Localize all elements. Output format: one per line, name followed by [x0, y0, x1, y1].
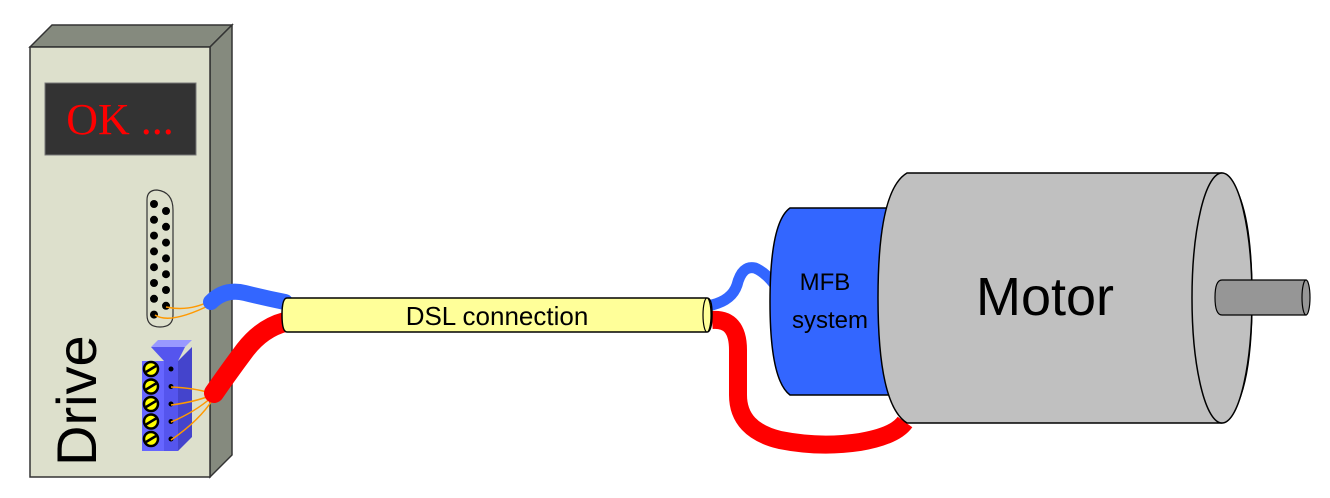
dsl-cable: DSL connection	[281, 297, 713, 333]
dsub-pin	[150, 294, 158, 303]
thin-wire	[170, 398, 214, 441]
dsub-pin	[150, 279, 158, 287]
mfb-label-line1: MFB	[800, 269, 851, 296]
dsub-pin	[162, 286, 170, 294]
power-wire-drive	[204, 312, 295, 403]
dsub-pin	[162, 254, 170, 263]
dsub-shell	[146, 189, 174, 328]
dsub-pin	[150, 215, 158, 224]
drive-top-face	[28, 24, 234, 48]
power-wire-motor	[711, 310, 913, 454]
screw-slot	[145, 364, 157, 374]
dsub-pin	[162, 207, 170, 215]
terminal-pin	[168, 366, 174, 372]
terminal-block	[142, 340, 192, 451]
dsl-cable-end	[702, 297, 712, 333]
terminal-block-ridge-right	[178, 347, 192, 451]
terminal-screws	[142, 360, 160, 448]
screw-slot	[145, 382, 157, 391]
screw-slot	[145, 399, 157, 409]
motor-shaft	[1214, 279, 1311, 316]
terminal-pin	[168, 436, 174, 442]
dsub-pin	[162, 301, 170, 310]
screw-slot	[145, 417, 157, 426]
motor-shaft-end	[1301, 279, 1311, 316]
mfb-label-line2: system	[792, 307, 868, 334]
dsub-connector	[146, 189, 174, 328]
terminal-block-ridge-left	[151, 347, 185, 451]
dsub-pin	[162, 222, 170, 231]
dsub-pin	[150, 231, 158, 240]
drive-unit: OK ... Drive	[28, 23, 234, 479]
screw-slot	[145, 434, 157, 444]
terminal-pin	[168, 401, 174, 407]
dsub-pin	[150, 247, 158, 256]
motor: Motor	[877, 172, 1311, 424]
signal-wire-drive	[203, 283, 293, 310]
signal-wire-motor	[706, 262, 781, 311]
motor-label: Motor	[976, 267, 1114, 327]
dsub-pin	[150, 200, 158, 208]
drive-display	[44, 82, 197, 156]
motor-shaft-body	[1214, 279, 1307, 316]
dsl-cable-label: DSL connection	[406, 301, 589, 331]
dsub-pin	[150, 263, 158, 272]
drive-label: Drive	[45, 335, 108, 466]
dsub-pins	[150, 200, 170, 319]
mfb-system: MFB system	[769, 207, 896, 396]
terminal-block-top	[151, 340, 192, 347]
dsub-pin	[162, 270, 170, 279]
dsub-pin	[162, 238, 170, 247]
dsub-pin	[150, 310, 158, 319]
mfb-body	[769, 207, 896, 396]
drive-side-face	[209, 23, 233, 479]
drive-display-text: OK ...	[66, 95, 174, 144]
